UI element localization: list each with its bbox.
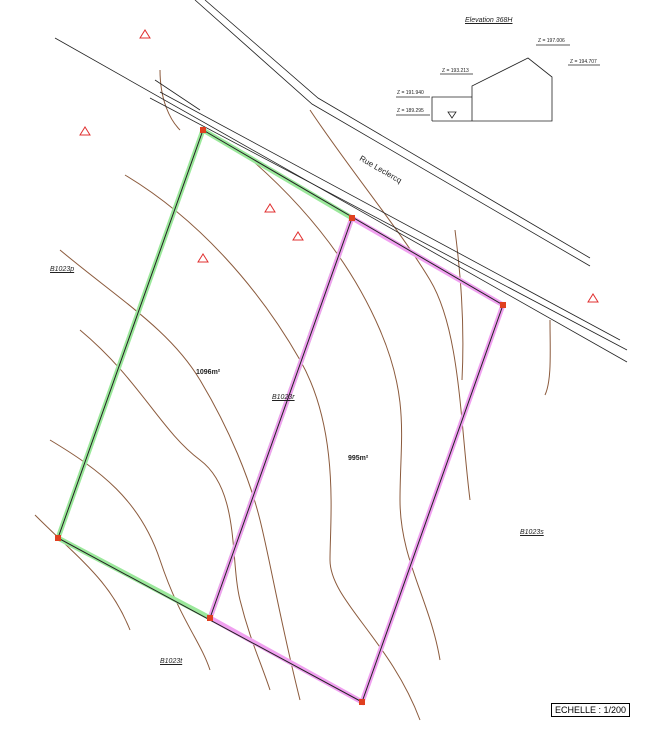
road-lines — [54, 0, 628, 363]
tree-icons — [79, 29, 599, 303]
z-value: Z = 197.006 — [538, 38, 565, 44]
lot-area: 1096m² — [196, 369, 221, 376]
boundary-markers — [55, 127, 506, 705]
elevation-sketch — [396, 44, 600, 122]
z-value: Z = 193.213 — [442, 68, 469, 74]
z-value: Z = 194.707 — [570, 59, 597, 65]
elevation-title: Elevation 368H — [465, 17, 513, 24]
parcel-label: B1023t — [160, 658, 183, 665]
lot-area: 995m² — [348, 455, 369, 462]
z-value: Z = 189.295 — [397, 108, 424, 114]
parcel-label: B1023p — [50, 266, 75, 273]
parcel-label: B1023r — [272, 394, 295, 401]
scale-label: ECHELLE : 1/200 — [551, 703, 631, 717]
z-value: Z = 191.940 — [397, 90, 424, 96]
parcel-label: B1023s — [520, 529, 544, 536]
